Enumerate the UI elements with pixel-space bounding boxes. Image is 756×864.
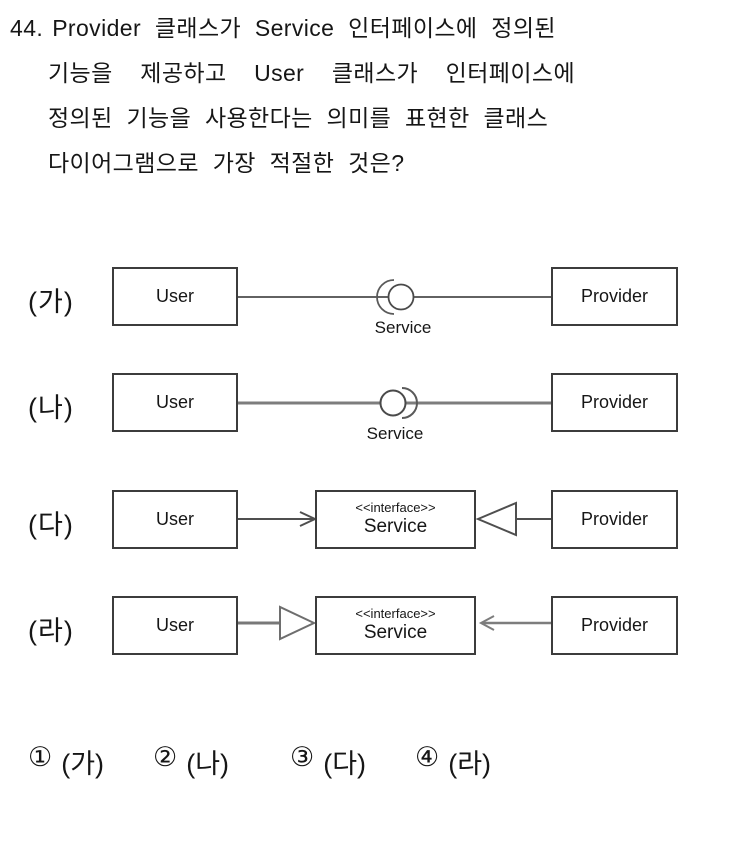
provider-class-box: Provider — [551, 596, 678, 655]
provider-class-box: Provider — [551, 373, 678, 432]
choice-marker: ④ — [415, 742, 440, 772]
user-class-box: User — [112, 596, 238, 655]
choice-marker: ③ — [290, 742, 315, 772]
choice-label: (가) — [61, 749, 105, 779]
interface-name-label: Service — [374, 318, 432, 337]
diagram-label: (라) — [28, 616, 74, 646]
choice-marker: ① — [28, 742, 53, 772]
choice-2[interactable]: ② (나) — [153, 742, 229, 781]
choice-marker: ② — [153, 742, 178, 772]
diagram-label: (다) — [28, 510, 74, 540]
dependency-and-realization-connector-icon — [238, 501, 551, 537]
choice-1[interactable]: ① (가) — [28, 742, 104, 781]
question-number: 44. — [10, 15, 44, 41]
ball-and-socket-connector-icon — [238, 279, 551, 315]
stereotype-label: <<interface>> — [355, 606, 436, 622]
diagram-label: (나) — [28, 393, 74, 423]
provider-class-box: Provider — [551, 490, 678, 549]
choice-label: (다) — [323, 749, 367, 779]
interface-name-label: Service — [363, 622, 428, 644]
question-line: 44. Provider 클래스가 Service 인터페이스에 정의된 — [10, 6, 754, 51]
question-line: 정의된 기능을 사용한다는 의미를 표현한 클래스 — [48, 105, 549, 131]
question-text: Provider 클래스가 Service 인터페이스에 정의된 — [52, 15, 556, 41]
question-line: 다이어그램으로 가장 적절한 것은? — [48, 150, 405, 176]
answer-choices: ① (가) ② (나) ③ (다) ④ (라) — [0, 742, 756, 784]
question-line: 기능을 제공하고 User 클래스가 인터페이스에 — [48, 60, 576, 86]
provider-class-box: Provider — [551, 267, 678, 326]
question-block: 44. Provider 클래스가 Service 인터페이스에 정의된 기능을 … — [10, 6, 754, 186]
stereotype-label: <<interface>> — [355, 500, 436, 516]
diagram-row-na: (나) User Service Provider — [0, 373, 756, 465]
interface-name-label: Service — [363, 516, 428, 538]
realization-and-dependency-connector-icon — [238, 605, 551, 641]
diagram-row-ga: (가) User Service Provider — [0, 267, 756, 359]
interface-name-label: Service — [366, 424, 424, 443]
choice-3[interactable]: ③ (다) — [290, 742, 366, 781]
ball-and-socket-connector-icon — [238, 387, 551, 419]
diagram-row-ra: (라) User <<interface>> Service Provider — [0, 596, 756, 688]
choice-label: (라) — [448, 749, 492, 779]
choice-4[interactable]: ④ (라) — [415, 742, 491, 781]
user-class-box: User — [112, 373, 238, 432]
service-interface-box: <<interface>> Service — [315, 596, 476, 655]
choice-label: (나) — [186, 749, 230, 779]
diagram-row-da: (다) User <<interface>> Service Provider — [0, 490, 756, 582]
diagram-label: (가) — [28, 287, 74, 317]
service-interface-box: <<interface>> Service — [315, 490, 476, 549]
user-class-box: User — [112, 490, 238, 549]
user-class-box: User — [112, 267, 238, 326]
